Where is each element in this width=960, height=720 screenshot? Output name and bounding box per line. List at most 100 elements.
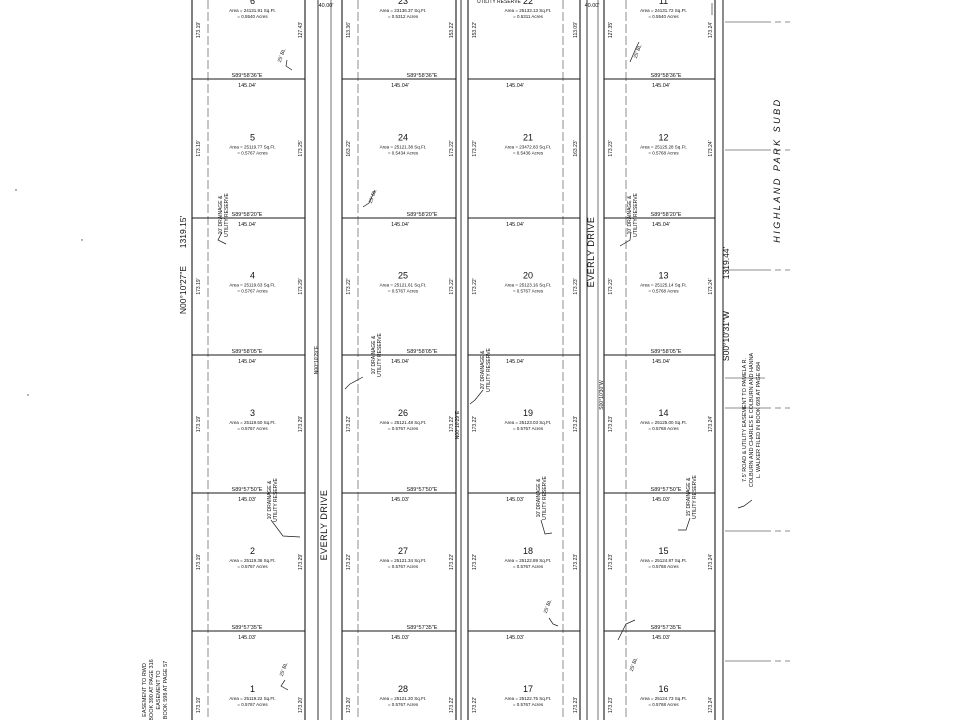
width-c2-line-3: 145.04'	[391, 359, 409, 365]
drainage-callout-c3-b-line1: 10' DRAINAGE &	[536, 478, 542, 517]
lot-number-1: 1	[250, 684, 255, 694]
leader-setback-c4-top	[629, 41, 640, 63]
leader-setback-c1-bottom	[280, 679, 289, 691]
width-c3-line-5: 145.03'	[506, 635, 524, 641]
lot-number-23: 23	[398, 0, 408, 6]
lot-acres-15: = 0.5768 Acres	[648, 564, 679, 569]
drainage-callout-c2-line2: UTILITY RESERVE	[377, 332, 383, 376]
lot-depth-right-20: 173.23'	[573, 278, 579, 294]
drainage-callout-c1-a-line1: 10' DRAINAGE &	[218, 195, 224, 234]
scan-speck-1	[15, 189, 17, 191]
lot-number-13: 13	[658, 271, 668, 281]
bearing-c2-line-2: S89°58'20"E	[407, 212, 438, 218]
road-width-right: 40.00'	[585, 3, 600, 9]
lot-depth-right-2: 173.29'	[298, 554, 304, 570]
bearing-c4-line-4: S89°57'50"E	[651, 487, 682, 493]
top-utility-reserve: UTILITY RESERVE	[477, 0, 521, 5]
lot-acres-3: = 0.5767 Acres	[237, 426, 268, 431]
leader-setback-c3	[548, 617, 559, 627]
setback-label-2: 25' BL	[368, 189, 379, 204]
lot-depth-right-22: 113.09'	[573, 22, 579, 38]
lot-number-15: 15	[658, 546, 668, 556]
lot-acres-22: = 0.5311 Acres	[513, 14, 544, 19]
west-boundary-bearing: N00°10'27"E	[178, 266, 188, 315]
lot-depth-left-28: 173.20'	[346, 697, 352, 713]
bearing-c4-line-2: S89°58'20"E	[651, 212, 682, 218]
scan-speck-2	[81, 239, 83, 241]
inner-bearing-2: N00°10'29"E	[455, 410, 461, 439]
lot-area-17: Area = 25122.75 Sq.Ft.	[505, 696, 552, 701]
adjacent-subdivision-label: HIGHLAND PARK SUBD	[772, 97, 782, 242]
width-c3-line-3: 145.04'	[506, 359, 524, 365]
lot-area-22: Area = 25133.13 Sq.Ft.	[505, 8, 552, 13]
width-c4-line-4: 145.03'	[652, 497, 670, 503]
street-label-left: EVERLY DRIVE	[319, 490, 329, 561]
lot-area-14: Area = 25125.00 Sq.Ft.	[640, 420, 687, 425]
drainage-callout-c1-b-line2: UTILITY RESERVE	[273, 477, 279, 521]
lot-acres-1: = 0.5767 Acres	[237, 702, 268, 707]
width-c2-line-5: 145.03'	[391, 635, 409, 641]
lot-acres-11: = 0.5540 Acres	[648, 14, 679, 19]
lot-number-6: 6	[250, 0, 255, 6]
drainage-callout-c1-b-line1: 10' DRAINAGE &	[267, 480, 273, 519]
bearing-c1-line-2: S89°58'20"E	[232, 212, 263, 218]
plat-linework	[15, 0, 790, 720]
lot-acres-17: = 0.5767 Acres	[513, 702, 544, 707]
leader-c4-a	[619, 231, 632, 247]
setback-label-1: 25' BL	[277, 48, 288, 63]
drainage-callout-c4-a-line2: UTILITY RESERVE	[633, 192, 639, 236]
lot-acres-27: = 0.5767 Acres	[388, 564, 419, 569]
lot-number-25: 25	[398, 271, 408, 281]
leader-c3-b	[540, 519, 553, 535]
lot-number-17: 17	[523, 684, 533, 694]
lot-number-14: 14	[658, 408, 668, 418]
easement-note-line-2: COLBURN AND CHARLES E COLBURN AND HANNA	[749, 352, 755, 487]
lot-area-3: Area = 25119.50 Sq.Ft.	[229, 420, 275, 425]
lot-depth-left-14: 173.23'	[608, 416, 614, 432]
lot-depth-left-12: 173.23'	[608, 140, 614, 156]
street-label-right: EVERLY DRIVE	[586, 217, 596, 288]
lot-acres-5: = 0.5767 Acres	[237, 151, 268, 156]
leader-c1-b	[270, 519, 301, 538]
lot-depth-right-5: 173.25'	[298, 140, 304, 156]
lot-depth-left-25: 173.22'	[346, 278, 352, 294]
lot-number-19: 19	[523, 408, 533, 418]
lot-area-26: Area = 25121.48 Sq.Ft.	[380, 420, 427, 425]
leader-c2	[344, 376, 364, 390]
lot-depth-left-4: 173.19'	[196, 278, 202, 294]
setback-label-5: 25' BL	[633, 44, 644, 59]
lot-area-28: Area = 25121.20 Sq.Ft.	[380, 696, 427, 701]
bearing-c4-line-1: S89°58'36"E	[651, 73, 682, 79]
lot-acres-23: = 0.5312 Acres	[388, 14, 419, 19]
lot-acres-6: = 0.5540 Acres	[237, 14, 268, 19]
lot-depth-right-1: 173.20'	[298, 697, 304, 713]
setback-label-4: 25' BL	[629, 657, 640, 672]
setback-label-3: 25' BL	[543, 599, 554, 614]
leader-setback-c2	[362, 189, 376, 208]
lot-depth-right-23: 153.22'	[449, 22, 455, 38]
lot-depth-left-24: 163.22'	[346, 140, 352, 156]
lot-depth-left-20: 173.22'	[472, 278, 478, 294]
east-boundary-length: 1319.44'	[721, 246, 731, 279]
width-c3-line-4: 145.03'	[506, 497, 524, 503]
lot-area-12: Area = 25125.28 Sq.Ft.	[640, 145, 687, 150]
lot-acres-26: = 0.5767 Acres	[388, 426, 419, 431]
east-boundary-bearing: S00°10'31"W	[721, 311, 731, 361]
left-easement-note-2: BOOK 390 AT PAGE 316	[149, 659, 155, 720]
bearing-c1-line-4: S89°57'50"E	[232, 487, 263, 493]
easement-note-line-1: 7.5' ROAD & UTILITY EASEMENT TO PAMELA R…	[742, 358, 748, 482]
width-c3-line-1: 145.04'	[506, 83, 524, 89]
lot-depth-right-28: 173.22'	[449, 697, 455, 713]
lot-depth-left-6: 173.19'	[196, 22, 202, 38]
lot-acres-28: = 0.5767 Acres	[388, 702, 419, 707]
lot-area-25: Area = 25121.61 Sq.Ft.	[380, 283, 427, 288]
lot-acres-25: = 0.5767 Acres	[388, 289, 419, 294]
drainage-callout-c1-a-line2: UTILITY RESERVE	[224, 192, 230, 236]
lot-number-21: 21	[523, 133, 533, 143]
lot-area-23: Area = 23136.37 Sq.Ft.	[380, 8, 427, 13]
lot-depth-left-16: 173.23'	[608, 697, 614, 713]
lot-depth-left-23: 113.36'	[346, 22, 352, 38]
drainage-callout-c4-a-line1: 10' DRAINAGE &	[627, 195, 633, 234]
